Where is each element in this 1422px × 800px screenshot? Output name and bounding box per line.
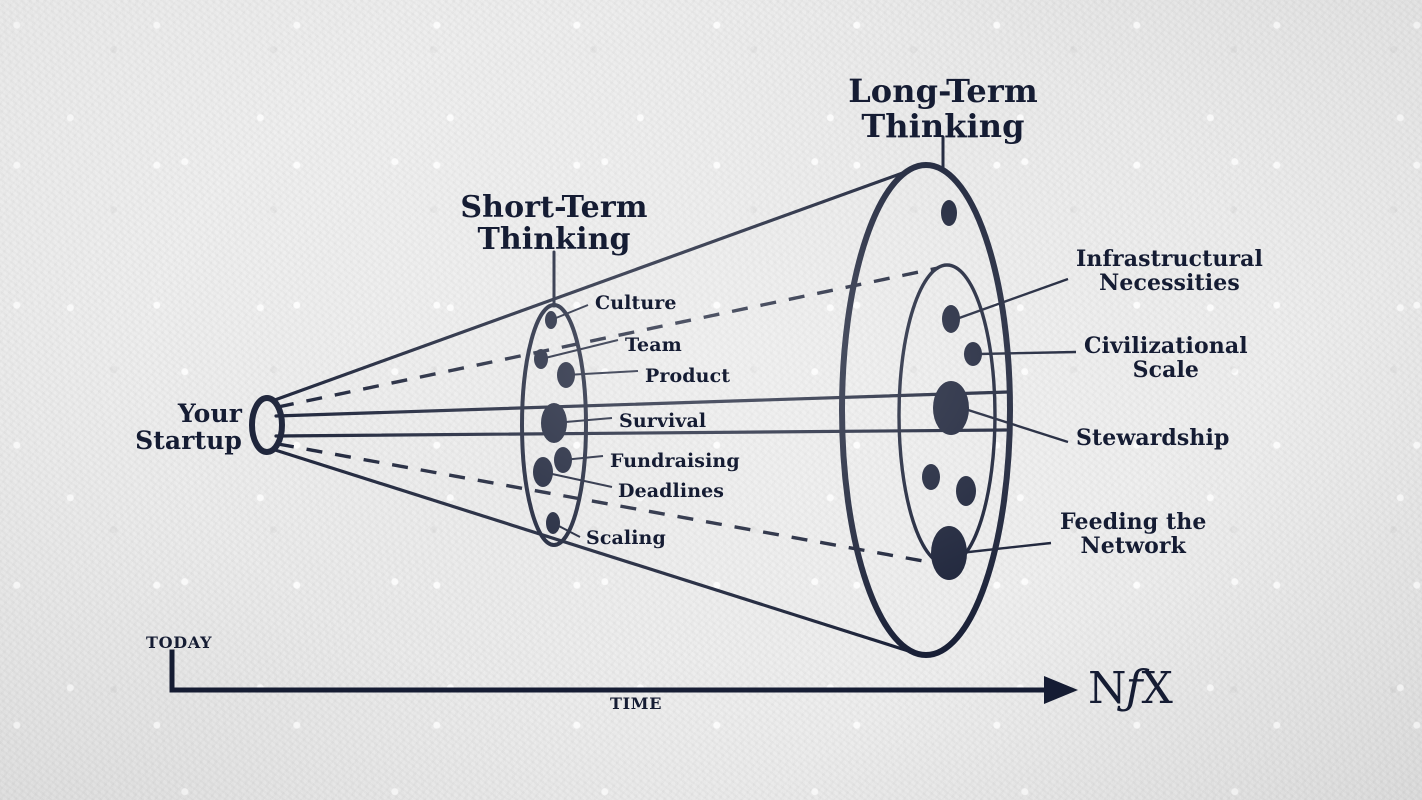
time-label: TIME [610, 694, 663, 713]
long-term-dot [964, 342, 982, 366]
short-term-dot [534, 349, 548, 369]
short-term-dot [554, 447, 572, 473]
long-term-item-label-line2: Scale [1132, 356, 1200, 383]
long-term-leader-line [978, 350, 1077, 356]
short-term-leader-line [540, 339, 619, 360]
long-term-leader-line [959, 541, 1052, 555]
long-term-extra-dots [922, 200, 976, 506]
long-term-title-line1: Long-Term [848, 72, 1038, 110]
short-term-dots [533, 311, 575, 534]
long-term-item-label-line1: Feeding the [1060, 509, 1207, 535]
short-term-leader-line [542, 471, 613, 488]
long-term-item-label-line2: Network [1080, 532, 1186, 559]
time-axis [169, 649, 1055, 693]
time-axis-arrowhead [1044, 676, 1078, 704]
short-term-dot [546, 512, 560, 534]
long-term-item-label-line1: Civilizational [1084, 333, 1248, 359]
short-term-dot [545, 311, 557, 329]
nfx-logo-x: X [1141, 663, 1173, 714]
cone-solid-lines [270, 164, 1010, 656]
short-term-item-label: Culture [595, 292, 677, 314]
your-startup-label-line2: Startup [135, 426, 242, 455]
short-term-title-line1: Short-Term [460, 190, 648, 225]
long-term-dot [931, 526, 967, 580]
long-term-title-line2: Thinking [861, 106, 1025, 145]
title-stems [552, 135, 945, 308]
short-term-item-label: Fundraising [610, 450, 740, 472]
long-term-dot [942, 305, 960, 333]
long-term-dot [956, 476, 976, 506]
long-term-dot [933, 381, 969, 435]
long-term-leader-line [955, 277, 1069, 321]
long-term-dots [931, 305, 982, 580]
long-term-item-label: Stewardship [1076, 425, 1230, 451]
short-term-item-label: Deadlines [618, 480, 725, 502]
short-term-item-label: Team [625, 334, 682, 356]
nfx-logo-n: N [1088, 663, 1126, 714]
cone-dashed-lines [277, 266, 939, 565]
long-term-dot [922, 464, 940, 490]
short-term-dot [533, 457, 553, 487]
today-label: TODAY [146, 633, 213, 652]
long-term-outer-ellipse [839, 162, 1013, 658]
your-startup-label-line1: Your [177, 399, 242, 428]
long-term-item-label-line2: Necessities [1099, 269, 1240, 296]
short-term-dot [541, 403, 567, 443]
long-term-title: Long-Term Thinking [823, 74, 1063, 143]
short-term-item-label: Scaling [586, 527, 666, 549]
long-term-leader-lines [955, 277, 1077, 555]
short-term-title: Short-Term Thinking [444, 190, 664, 258]
your-startup-ellipse [249, 395, 285, 455]
nfx-logo-f: ƒ [1125, 660, 1143, 714]
long-term-dot [941, 200, 957, 226]
your-startup-label: Your Startup [115, 400, 242, 454]
long-term-leader-line [961, 406, 1069, 444]
short-term-title-line2: Thinking [477, 222, 631, 258]
long-term-item-label-line1: Infrastructural [1076, 246, 1263, 272]
short-term-leader-line [565, 370, 639, 376]
nfx-logo[interactable]: NƒX [1088, 660, 1173, 714]
long-term-item-label-line1: Stewardship [1076, 425, 1230, 451]
short-term-leader-line [550, 304, 589, 321]
short-term-item-label: Product [645, 365, 731, 387]
short-term-item-label: Survival [619, 410, 707, 432]
short-term-dot [557, 362, 575, 388]
